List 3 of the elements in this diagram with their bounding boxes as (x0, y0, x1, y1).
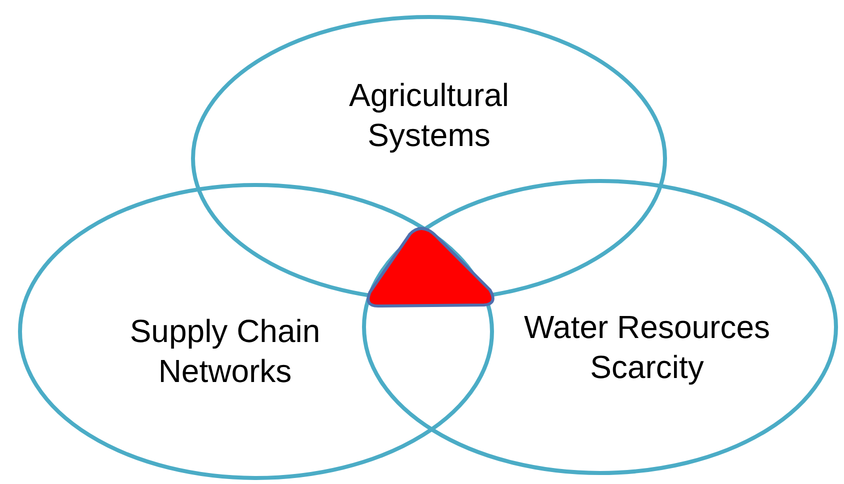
node-label: Water Resources Scarcity (523, 308, 771, 387)
node-label: Agricultural Systems (348, 76, 510, 155)
node-label: Supply Chain Networks (128, 312, 322, 391)
